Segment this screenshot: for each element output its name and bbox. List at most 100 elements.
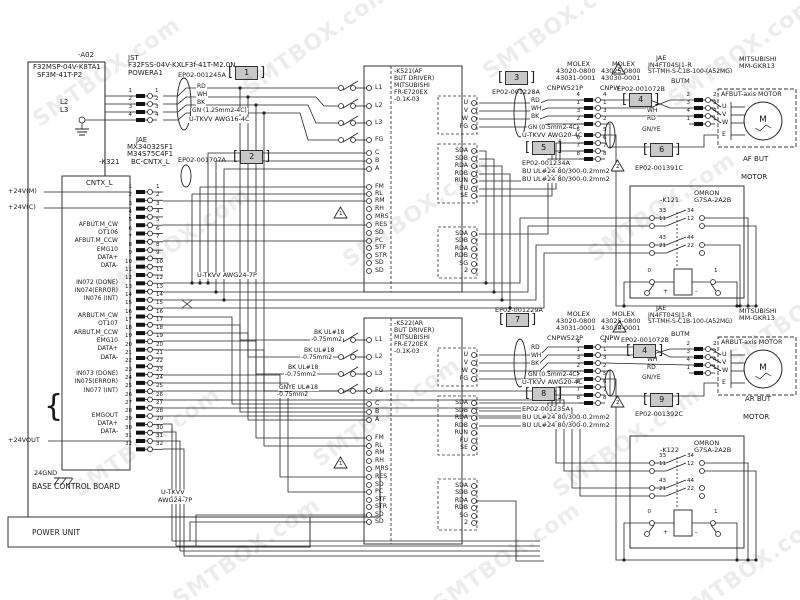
butm-1: BUTM: [671, 77, 690, 85]
k121-relay-coil-term: [644, 290, 650, 296]
wire: [163, 374, 366, 478]
k522-driver-pin-L3: L3: [375, 369, 383, 377]
k522-driver-port-SDA: SDA: [455, 398, 468, 406]
k122-relay-contact: [649, 493, 655, 499]
wire: [163, 252, 649, 309]
bu-3: BU UL#24 80/300-0.2mm2: [521, 413, 611, 421]
butm1-connector-pin-left: 2: [686, 92, 691, 98]
badge-bracket: ]: [265, 149, 271, 165]
k521-driver-port-pin: [471, 261, 477, 267]
cntx-header: CNTX_L: [86, 179, 113, 187]
k521-driver-port-SDB: SDB: [455, 236, 468, 244]
k121-relay-brand: OMRON: [694, 189, 720, 197]
badge-bracket: ]: [675, 142, 681, 158]
k522-driver-pin-L2: L2: [375, 352, 383, 360]
cnpw521p-connector-pin-right: 2: [603, 116, 607, 122]
afbut-motor-body: [743, 101, 783, 141]
k522-driver-pin: [366, 466, 372, 472]
cnpw522p-connector-pin-circle: [595, 376, 601, 382]
warning-triangle-icon: [612, 320, 627, 333]
k321-pin-circle: [147, 255, 153, 262]
f32msp-part: F32MSP-04V-K8TA1: [33, 63, 101, 71]
k121-relay-contact-blade: [665, 236, 687, 246]
k522-driver-pin: [366, 388, 372, 394]
k521-driver-contact: [338, 137, 344, 143]
k321-pin-circle: [147, 438, 153, 444]
arbut-1: AR BUT: [745, 395, 772, 403]
k321-signal-EMGOUT: EMGOUT: [91, 411, 118, 419]
butm2-connector-pin-circle: [705, 346, 711, 352]
k321-pin-circle: [147, 272, 153, 278]
a02-connector-pin-left: 2: [128, 96, 133, 102]
junction-dot: [735, 558, 739, 562]
k321-signal-DATA+: DATA+: [97, 253, 118, 261]
a02-connector-pin-left: 4: [128, 112, 133, 118]
rd-5: RD: [646, 364, 657, 371]
power-unit-box: [7, 516, 311, 548]
k321-pin-number-right: 31: [156, 433, 163, 439]
k321-signal-IN077 (INT): IN077 (INT): [83, 386, 118, 394]
badge-bracket: [: [626, 343, 632, 359]
cnpw522p-connector-pin-symbol: [584, 385, 593, 389]
k522-driver-pin: [366, 417, 372, 423]
wire: [623, 522, 649, 560]
k321-pin-number-left: 23: [125, 366, 132, 373]
cnpw522p-connector-pin-symbol: [584, 377, 593, 381]
k321-pin-circle: [147, 404, 153, 411]
k122-relay-coil: [673, 509, 693, 537]
k521-driver-pin-RH: RH: [375, 204, 384, 212]
k321-pin-number-left: 19: [125, 333, 132, 340]
k321-pin-number-right: 16: [156, 308, 163, 315]
wire: [479, 150, 487, 283]
power-unit: POWER UNIT: [32, 528, 81, 537]
wh-3: WH: [646, 107, 659, 114]
wire: [223, 168, 366, 300]
warning-triangle-number: 1: [339, 210, 343, 217]
junction-dot: [508, 306, 512, 310]
k521-driver-port-pin: [471, 238, 477, 244]
k122-relay-coil-term: [649, 520, 655, 526]
cnpw521p-connector-pin-symbol: [584, 149, 593, 153]
k522-driver-port-RUN: RUN: [454, 428, 468, 436]
plus24c: +24V(C): [8, 203, 36, 211]
k521-driver-pin-L2: L2: [375, 101, 383, 109]
cnpw522p: CNPW522P: [547, 334, 584, 342]
k122-relay-contact-33: 33: [659, 453, 666, 459]
k321-pin-circle: [147, 288, 153, 295]
k321-signal-IN075(ERROR): IN075(ERROR): [74, 378, 118, 386]
k321-pin-symbol: [136, 389, 145, 394]
molex1-p2: 43031-0001: [556, 74, 596, 82]
k522-driver-pin: [366, 443, 372, 449]
cable-sheath: [513, 88, 527, 138]
twist-mark: [181, 299, 193, 309]
wire: [163, 104, 338, 124]
k321-signal-DATA-: DATA-: [100, 353, 119, 361]
wire: [479, 165, 503, 300]
k321-pin-number-right: 26: [156, 391, 163, 398]
cnpw521p-connector-pin-left: 1: [576, 100, 581, 106]
k522-driver-contact: [350, 388, 356, 394]
bkul18-2b: -0.75mm2: [300, 354, 334, 361]
arbut-motor-label: ARBUT-axis MOTOR: [721, 339, 783, 346]
badge-number: 4: [633, 344, 657, 358]
k122-relay-contact: [699, 485, 705, 491]
k121-relay-contact-44: 44: [687, 235, 694, 241]
cnpw522p-connector-pin-right: 6: [603, 379, 607, 385]
k521-driver-contact: [338, 85, 344, 91]
cnpw521p-connector-pin-symbol: [584, 122, 593, 126]
k321-pin-number-right: 3: [156, 200, 160, 207]
k321-pin-symbol: [136, 297, 145, 302]
k521-driver-port-SDB: SDB: [455, 154, 468, 162]
butm2-connector-pin-right: 1: [713, 365, 717, 371]
k522-driver-pin-C: C: [375, 399, 380, 407]
k522-driver-pin: [366, 474, 372, 480]
k321-pin-number-right: 27: [156, 399, 163, 406]
cnpw521p-connector-pin-right: 5: [603, 127, 607, 133]
k321-pin-circle: [147, 313, 153, 320]
rd-3: RD: [646, 115, 657, 122]
wh-2: WH: [530, 105, 543, 112]
warning-triangle-number: 2: [618, 324, 622, 331]
k521-driver-port-RDB: RDB: [454, 169, 468, 177]
k121-relay-coil-term: [649, 279, 655, 285]
k522-driver-pin: [366, 371, 372, 377]
